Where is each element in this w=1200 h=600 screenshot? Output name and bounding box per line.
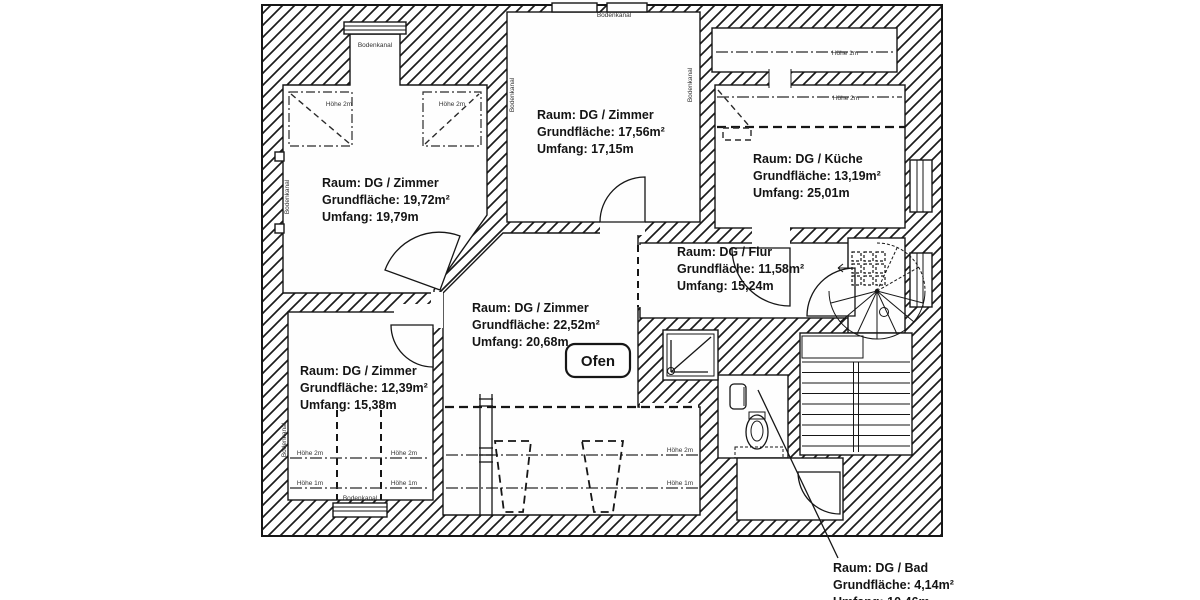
room-area: Grundfläche: 13,19m²	[753, 169, 881, 183]
bodenkanal-label: Bodenkanal	[284, 179, 291, 214]
room-name: Raum: DG / Zimmer	[537, 108, 654, 122]
tiny-annotations: Bodenkanal Bodenkanal Bodenkanal Bodenka…	[281, 12, 859, 502]
room-area: Grundfläche: 22,52m²	[472, 318, 600, 332]
hoehe-2m-label: Höhe 2m	[439, 101, 465, 108]
oven: Ofen	[564, 342, 632, 379]
room-zimmer-n-floor	[506, 11, 701, 223]
window-east-2	[909, 252, 933, 308]
hoehe-2m-label: Höhe 2m	[326, 101, 352, 108]
label-bad: Raum: DG / Bad Grundfläche: 4,14m² Umfan…	[833, 561, 954, 600]
door-zimmer-nw	[384, 231, 461, 291]
room-name: Raum: DG / Zimmer	[472, 301, 589, 315]
chimney-1	[551, 2, 598, 13]
oven-label: Ofen	[581, 353, 615, 370]
door-zimmer-n	[599, 176, 646, 223]
window-east-1	[909, 159, 933, 213]
bodenkanal-label: Bodenkanal	[597, 12, 632, 19]
room-perimeter: Umfang: 19,79m	[322, 210, 419, 224]
room-perimeter: Umfang: 15,24m	[677, 279, 774, 293]
room-perimeter: Umfang: 10,46m	[833, 595, 930, 600]
hoehe-2m-label: Höhe 2m	[391, 450, 417, 457]
height-lines	[288, 51, 905, 517]
dormer-nw	[343, 21, 407, 35]
room-perimeter: Umfang: 20,68m	[472, 335, 569, 349]
dormer-sw	[332, 502, 388, 518]
hoehe-1m-label: Höhe 1m	[832, 50, 858, 57]
bathroom-fixtures	[666, 333, 784, 459]
hoehe-2m-label: Höhe 2m	[667, 447, 693, 454]
label-zimmer-sw: Raum: DG / Zimmer Grundfläche: 12,39m² U…	[300, 364, 428, 412]
bodenkanal-label: Bodenkanal	[509, 77, 516, 112]
door-bad	[797, 471, 841, 515]
room-area: Grundfläche: 11,58m²	[677, 262, 804, 276]
hoehe-1m-label: Höhe 1m	[297, 480, 323, 487]
room-area: Grundfläche: 4,14m²	[833, 578, 954, 592]
bodenkanal-label: Bodenkanal	[687, 67, 694, 102]
shower-symbol	[666, 333, 715, 377]
door-kueche	[731, 247, 791, 307]
spiral-staircase	[828, 242, 926, 340]
room-name: Raum: DG / Zimmer	[322, 176, 439, 190]
doors	[384, 176, 856, 515]
hoehe-1m-label: Höhe 1m	[667, 480, 693, 487]
bad-leader-line	[757, 389, 839, 559]
room-labels: Raum: DG / Zimmer Grundfläche: 19,72m² U…	[300, 108, 954, 600]
hoehe-2m-label: Höhe 2m	[833, 95, 859, 102]
label-zimmer-nw: Raum: DG / Zimmer Grundfläche: 19,72m² U…	[322, 176, 450, 224]
room-name: Raum: DG / Bad	[833, 561, 928, 575]
room-zimmer-nw-floor	[282, 33, 488, 294]
label-zimmer-n: Raum: DG / Zimmer Grundfläche: 17,56m² U…	[537, 108, 665, 156]
door-zimmer-sw	[390, 324, 434, 368]
room-area: Grundfläche: 19,72m²	[322, 193, 450, 207]
door-arrow	[837, 263, 852, 273]
room-area: Grundfläche: 17,56m²	[537, 125, 665, 139]
room-kueche-floor	[714, 84, 906, 229]
label-flur: Raum: DG / Flur Grundfläche: 11,58m² Umf…	[677, 245, 804, 293]
hoehe-1m-label: Höhe 1m	[391, 480, 417, 487]
sink-symbol	[729, 383, 747, 410]
room-perimeter: Umfang: 25,01m	[753, 186, 850, 200]
room-perimeter: Umfang: 15,38m	[300, 398, 397, 412]
room-name: Raum: DG / Flur	[677, 245, 772, 259]
bodenkanal-label: Bodenkanal	[281, 422, 288, 457]
bodenkanal-label: Bodenkanal	[358, 42, 393, 49]
room-name: Raum: DG / Zimmer	[300, 364, 417, 378]
chimney-2	[606, 2, 648, 13]
ladder	[479, 394, 493, 517]
radiator-symbol	[734, 446, 784, 459]
straight-staircase	[801, 335, 910, 452]
room-floors	[274, 2, 933, 521]
hoehe-2m-label: Höhe 2m	[297, 450, 323, 457]
label-kueche: Raum: DG / Küche Grundfläche: 13,19m² Um…	[753, 152, 881, 200]
room-area: Grundfläche: 12,39m²	[300, 381, 428, 395]
kueche-kniestock-strip	[711, 27, 898, 73]
room-name: Raum: DG / Küche	[753, 152, 863, 166]
toilet-symbol	[745, 411, 769, 450]
room-perimeter: Umfang: 17,15m	[537, 142, 634, 156]
bodenkanal-label: Bodenkanal	[343, 495, 378, 502]
label-zimmer-mitte: Raum: DG / Zimmer Grundfläche: 22,52m² U…	[472, 301, 600, 349]
